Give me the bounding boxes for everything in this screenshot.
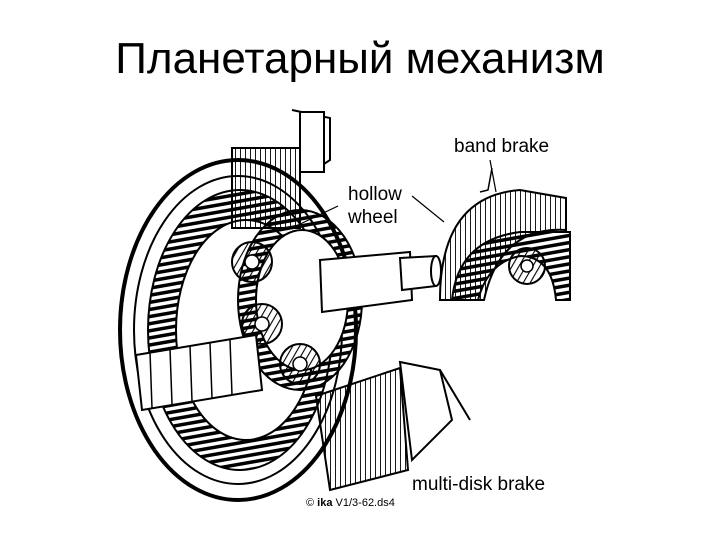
credit-brand: ika	[317, 497, 333, 509]
shafts	[134, 250, 442, 412]
band-brake-leader-2	[411, 195, 445, 223]
band-brake-detail	[438, 167, 571, 301]
top-disk-pack	[231, 109, 331, 229]
planet-gears	[231, 241, 321, 385]
band-brake-leader-1	[489, 159, 497, 193]
credit-code: V1/3-62.ds4	[335, 497, 395, 509]
hollow-wheel-leader	[295, 205, 339, 227]
multi-disk-brake-pack	[314, 360, 471, 492]
label-hollow-wheel-line2: wheel	[348, 207, 398, 228]
label-band-brake: band brake	[454, 136, 550, 157]
page-title: Планетарный механизм	[115, 34, 605, 83]
label-multi-disk-brake: multi-disk brake	[412, 474, 546, 495]
copyright-symbol: ©	[306, 497, 315, 509]
label-hollow-wheel-line1: hollow	[348, 184, 402, 205]
image-credit: © ika V1/3-62.ds4	[306, 497, 395, 509]
